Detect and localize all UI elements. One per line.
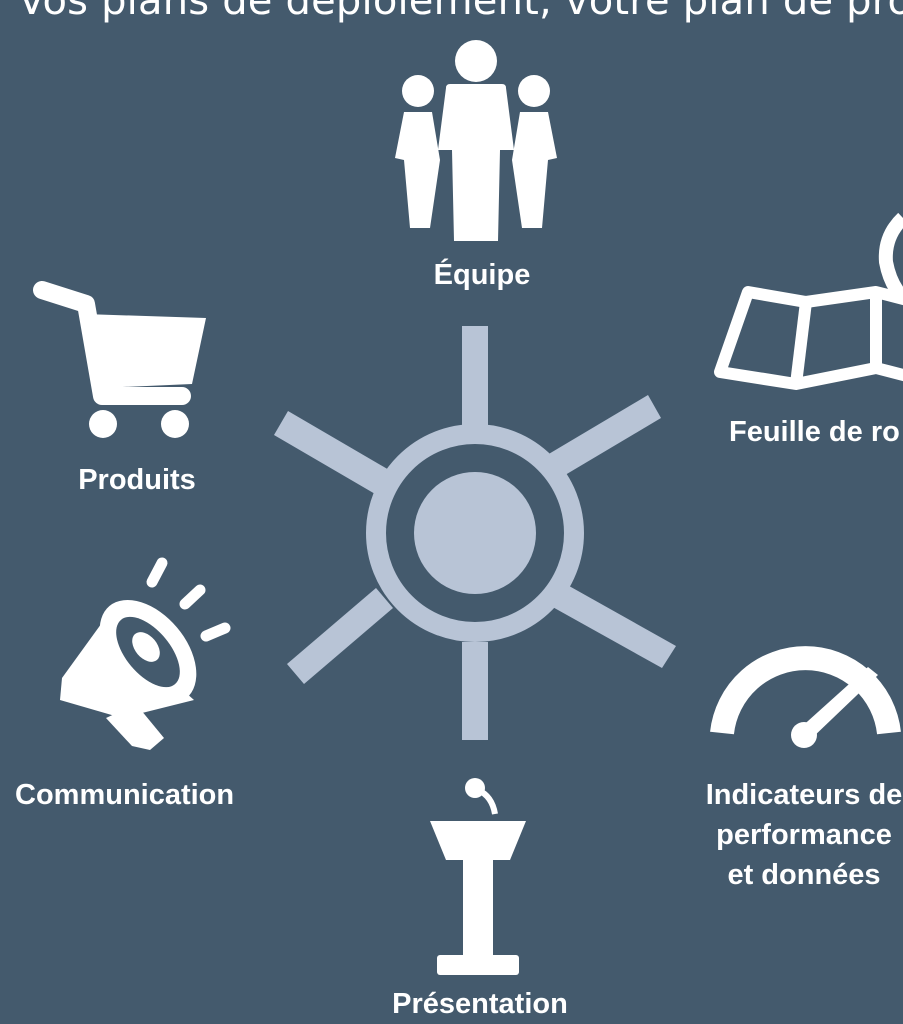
map-icon [714,212,903,390]
node-label-products: Produits [78,464,196,496]
node-label-roadmap: Feuille de ro [729,416,900,448]
hub-spokes [274,326,676,740]
node-label-communication: Communication [15,779,235,811]
node-label-presentation: Présentation [392,988,568,1020]
hub-ring [366,424,584,642]
kpi-label-line-2: performance [716,819,892,851]
node-label-team: Équipe [433,259,531,291]
megaphone-icon [60,557,231,750]
kpi-label-line-3: et données [727,859,881,891]
people-group-icon [395,40,557,241]
page-title: Vos plans de déploiement, votre plan de … [18,0,903,24]
central-hub [274,326,676,740]
node-label-kpi: Indicateurs de performance et données [690,775,903,895]
hub-core [414,472,536,594]
podium-icon [430,778,526,975]
kpi-label-line-1: Indicateurs de [705,779,903,811]
shopping-cart-icon [33,281,206,438]
speedometer-icon [710,646,901,748]
